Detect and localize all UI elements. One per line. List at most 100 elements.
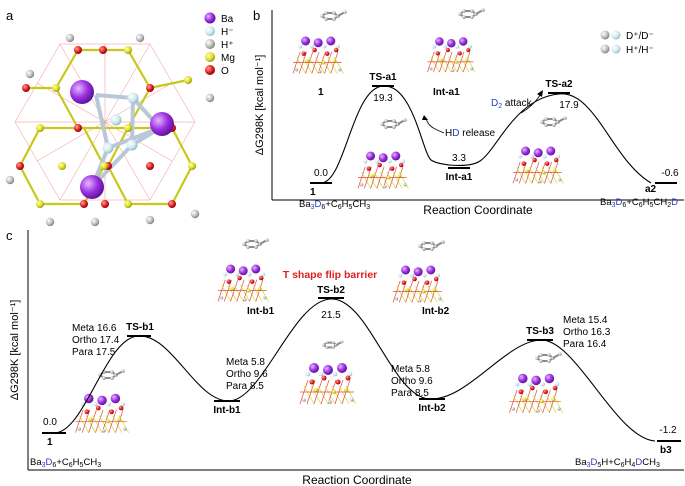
state-int-b1-name: Int-b1 <box>213 405 241 416</box>
atom-h-minus <box>110 114 122 126</box>
atom <box>124 46 132 54</box>
energy-line: Ortho 9.6 <box>391 376 433 387</box>
atom <box>146 162 154 170</box>
atom-h <box>90 217 100 227</box>
panel-label-c: c <box>6 228 13 243</box>
state-ts-a1-value: 19.3 <box>373 93 393 104</box>
element-legend: BaH⁻H⁺MgO <box>204 12 235 77</box>
panel-b-axes <box>271 10 684 201</box>
panel-b-xlabel: Reaction Coordinate <box>423 203 533 217</box>
atom <box>124 124 132 132</box>
state-b3-formula: Ba3D5H+C6H4DCH3 <box>575 457 660 469</box>
atom-h <box>25 69 35 79</box>
energy-line: Meta 5.8 <box>391 364 430 375</box>
panel-b-ylabel: ΔG298K [kcal mol⁻¹] <box>254 55 266 156</box>
toluene-molecule <box>380 118 407 129</box>
legend-label: H⁻ <box>221 27 234 38</box>
atom <box>124 200 132 208</box>
atom-h <box>45 217 55 227</box>
toluene-molecule <box>458 8 485 19</box>
annotation-hd-release: HD release <box>445 128 496 139</box>
atom-ba <box>150 112 174 136</box>
panel-b-energy-profile <box>320 85 652 184</box>
legend-label: Mg <box>221 53 235 64</box>
state-ts-b3-name: TS-b3 <box>526 326 554 337</box>
atom-h <box>135 33 145 43</box>
state-ts-b1-name: TS-b1 <box>126 322 154 333</box>
panel-c-axes <box>27 230 684 471</box>
structure-label-int-b1: Int-b1 <box>247 306 275 317</box>
state-ts-b2-name: TS-b2 <box>317 285 345 296</box>
panel-label-a: a <box>6 8 14 23</box>
energy-line: Ortho 16.3 <box>563 327 611 338</box>
toluene-molecule <box>535 352 562 363</box>
legend-swatch <box>600 30 610 40</box>
atom <box>16 162 24 170</box>
state-b3-value: -1.2 <box>659 425 677 436</box>
atom-h-minus <box>127 92 139 104</box>
energy-line: Meta 15.4 <box>563 315 608 326</box>
isotope-legend: D⁺/D⁻H⁺/H⁻ <box>600 30 654 56</box>
energy-line: Para 8.5 <box>391 388 429 399</box>
atom <box>146 84 154 92</box>
toluene-molecule <box>242 238 269 249</box>
toluene-molecule <box>540 116 567 127</box>
cluster-structure <box>217 264 269 302</box>
legend-swatch <box>205 52 215 62</box>
legend-label: H⁺/H⁻ <box>626 45 654 56</box>
bond <box>95 93 134 100</box>
atom-h-minus <box>126 139 138 151</box>
state-int-a1-name: Int-a1 <box>446 172 473 183</box>
atom <box>74 46 82 54</box>
atom <box>100 162 108 170</box>
panel-c-xlabel: Reaction Coordinate <box>302 473 412 486</box>
cluster-structure <box>357 151 409 189</box>
atom-h <box>205 93 215 103</box>
cluster-structure <box>512 146 564 184</box>
legend-swatch <box>205 39 215 49</box>
legend-swatch <box>600 44 610 54</box>
legend-swatch <box>205 26 215 36</box>
atom <box>52 84 60 92</box>
legend-label: Ba <box>221 14 234 25</box>
state-a2-formula: Ba3D6+C6H5CH2D <box>600 197 678 209</box>
legend-swatch <box>205 65 215 75</box>
state-ts-a2-name: TS-a2 <box>545 79 573 90</box>
toluene-molecule <box>418 240 445 251</box>
structure-label-int-b2: Int-b2 <box>422 306 450 317</box>
atom-h <box>145 215 155 225</box>
state-int-a1-value: 3.3 <box>452 153 466 164</box>
atom <box>36 124 44 132</box>
state-c-1-value: 0.0 <box>43 417 57 428</box>
state-b-1-formula: Ba3D6+C6H5CH3 <box>299 199 370 211</box>
state-a2-name: a2 <box>645 184 657 195</box>
toluene-molecule <box>321 340 344 349</box>
energy-line: Ortho 9.6 <box>226 369 268 380</box>
state-int-b2-name: Int-b2 <box>418 403 446 414</box>
energy-line: Para 8.5 <box>226 381 264 392</box>
structure-label-int-a1: Int-a1 <box>433 87 460 98</box>
state-b-1-name: 1 <box>310 187 316 198</box>
state-c-1-name: 1 <box>47 437 53 448</box>
state-b3-name: b3 <box>660 445 672 456</box>
legend-swatch <box>611 44 621 54</box>
atom <box>101 200 109 208</box>
legend-label: O <box>221 66 229 77</box>
cluster-structure <box>392 265 444 303</box>
atom <box>36 200 44 208</box>
atom <box>80 200 88 208</box>
flip-barrier-title: T shape flip barrier <box>283 269 378 281</box>
toluene-molecule <box>98 369 125 380</box>
annotation-d2-attack: D2 attack <box>491 98 533 110</box>
panel-c-ylabel: ΔG298K [kcal mol⁻¹] <box>9 300 21 401</box>
state-ts-b2-value: 21.5 <box>321 310 341 321</box>
state-a2-value: -0.6 <box>661 168 679 179</box>
atom <box>184 76 192 84</box>
cluster-structure <box>75 393 130 433</box>
cluster-structure <box>509 373 564 413</box>
cluster-structure <box>299 363 357 405</box>
structure-label-1: 1 <box>318 87 324 98</box>
